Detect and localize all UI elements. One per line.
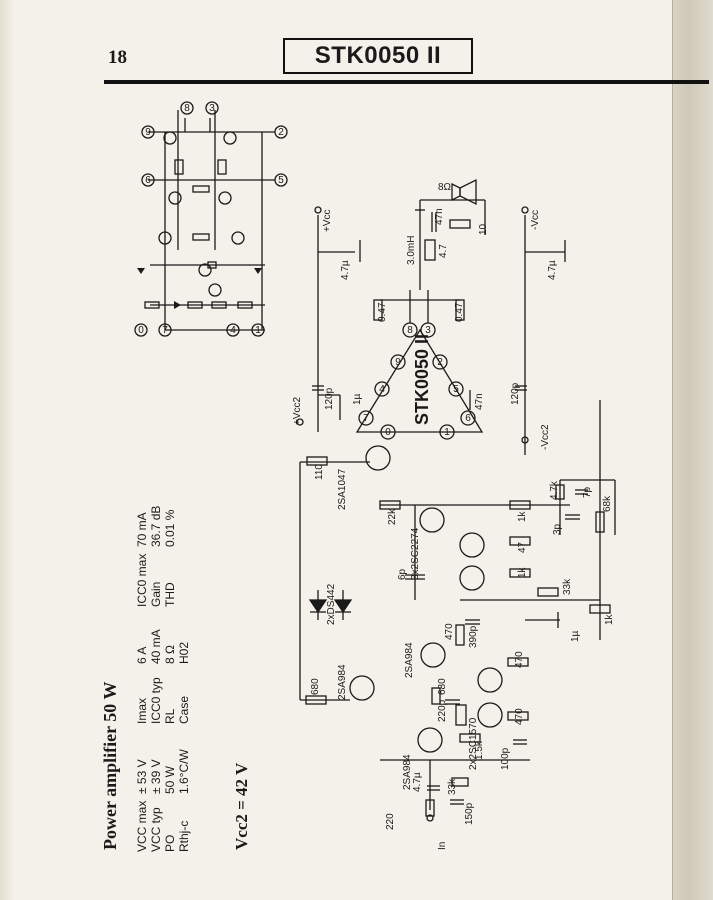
transistor-label: 2x2SC1570 (468, 717, 479, 770)
page-title-box: STK0050 II (283, 38, 473, 74)
component-value: 120p (510, 382, 521, 405)
component-value: 1k (517, 566, 528, 578)
component-value: 680 (310, 678, 321, 695)
speaker-symbol (451, 182, 461, 202)
component-value: 7p (582, 486, 593, 498)
component-value: 220p (437, 699, 448, 722)
transistor-2sa984-c (417, 727, 443, 753)
component-value: 22k (387, 508, 398, 525)
page-number: 18 (108, 47, 127, 68)
component-value: 10 (478, 223, 489, 235)
component-value: 220 (385, 813, 396, 830)
component-value: 47 (517, 541, 528, 553)
pin-label: 4 (230, 325, 236, 336)
input-label: In (437, 842, 448, 850)
component-value: 33k (562, 578, 573, 595)
pin-label: 7 (363, 413, 369, 424)
pin-label: 8 (184, 103, 190, 114)
component-value: 390p (468, 625, 479, 648)
pin-label: 8 (407, 325, 413, 336)
diode-label: 2xDS442 (326, 583, 337, 625)
transistor-label: 2SA984 (404, 642, 415, 678)
component-value: 110 (314, 464, 325, 480)
pin-label: 7 (162, 325, 168, 336)
transistor-2sc1570-a (477, 667, 503, 693)
pin-label: 5 (278, 175, 284, 186)
transistor-label: 3x2SC2274 (410, 527, 421, 580)
component-value: 4.7µ (547, 260, 558, 280)
pin-label: 0 (138, 325, 144, 336)
rail-label-neg-vcc: -Vcc (530, 210, 541, 230)
component-value: 4.7k (549, 480, 560, 500)
pin-label: 4 (379, 384, 385, 395)
component-value: 3p (552, 523, 563, 535)
component-value: 680 (437, 678, 448, 695)
pin-label: 6 (465, 413, 471, 424)
pin-label: 3 (425, 325, 431, 336)
component-value: 68k (602, 495, 613, 512)
component-value: 8Ω (438, 182, 452, 193)
ic-label: STK0050 II (412, 334, 432, 425)
pin-label: 1 (444, 427, 450, 438)
component-value: 470 (514, 651, 525, 668)
component-value: 1k (604, 613, 615, 625)
rail-label-neg-vcc2: -Vcc2 (540, 424, 551, 450)
transistor-2sa1047 (365, 445, 391, 471)
transistor-2sc2274-c (459, 565, 485, 591)
transistor-label: 2SA984 (402, 754, 413, 790)
component-value: 120p (324, 387, 335, 410)
transistor-label: 2SA1047 (337, 468, 348, 510)
pin-label: 0 (385, 427, 391, 438)
component-value: 4.7µ (340, 260, 351, 280)
rail-label-vcc: +Vcc (322, 209, 333, 232)
pin-label: 9 (145, 127, 151, 138)
component-value: 6p (397, 568, 408, 580)
pin-label: 3 (209, 103, 215, 114)
header-rule (104, 80, 709, 84)
internal-pin-circles (134, 101, 288, 337)
component-value: 1µ (352, 393, 363, 405)
page-title: STK0050 II (314, 42, 442, 69)
component-value: 1k (517, 510, 528, 522)
pin-label: 5 (453, 384, 459, 395)
component-value: 470 (444, 623, 455, 640)
rail-label-vcc2: +Vcc2 (292, 396, 303, 425)
component-value: 47n (474, 393, 485, 410)
component-value: 47n (434, 208, 445, 225)
ic-body-triangle (355, 328, 484, 433)
pin-label: 2 (437, 357, 443, 368)
transistor-2sa984-a (349, 675, 375, 701)
transistor-2sa984-b (420, 642, 446, 668)
next-page-edge (672, 0, 713, 900)
component-value: 470 (514, 708, 525, 725)
component-value: 0.47 (454, 302, 465, 322)
component-value: 4.7µ (412, 772, 423, 792)
transistor-2sc2274-a (419, 507, 445, 533)
component-value: 33k (447, 778, 458, 795)
component-value: 3.0mH (406, 236, 417, 265)
component-value: 100p (500, 747, 511, 770)
transistor-2sc1570-b (477, 702, 503, 728)
component-value: 4.7 (438, 244, 449, 258)
transistor-2sc2274-b (459, 532, 485, 558)
pin-label: 9 (395, 357, 401, 368)
pin-label: 1 (255, 325, 261, 336)
page-binding-shadow (0, 0, 14, 900)
component-value: 0.47 (377, 302, 388, 322)
component-value: 1.5k (474, 740, 485, 760)
transistor-label: 2SA984 (337, 664, 348, 700)
internal-equivalent-circuit (144, 110, 275, 331)
pin-label: 2 (278, 127, 284, 138)
component-value: 150p (464, 802, 475, 825)
pin-label: 6 (145, 175, 151, 186)
component-value: 1µ (570, 630, 581, 642)
